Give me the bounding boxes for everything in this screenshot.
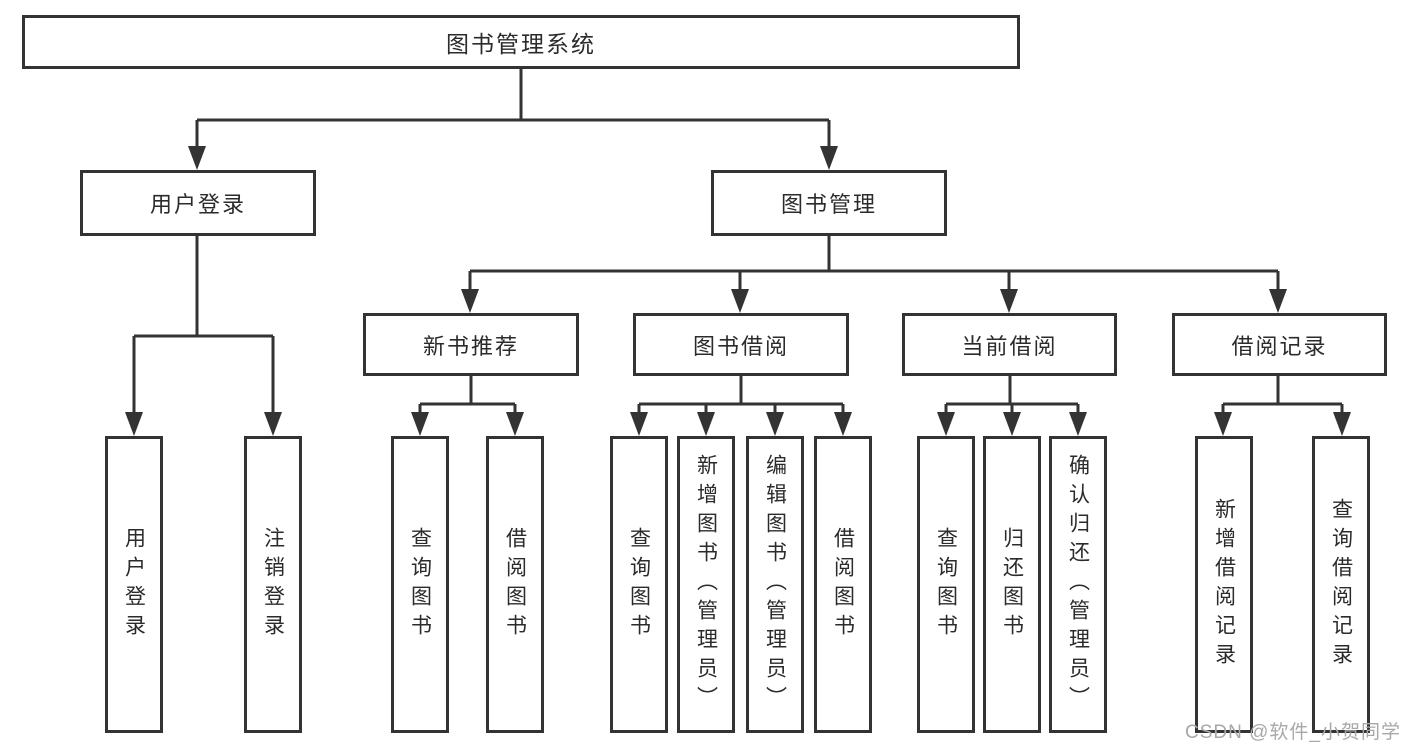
node-book-borrowing-label: 图书借阅	[692, 333, 789, 359]
leaf-return-books: 归还图书	[983, 436, 1041, 733]
arrowheads	[125, 146, 1351, 436]
node-user-login-label: 用户登录	[149, 192, 246, 217]
node-root: 图书管理系统	[22, 15, 1020, 69]
watermark: CSDN @软件_小贺同学	[1185, 722, 1401, 743]
leaf-borrow-books-recommend: 借阅图书	[486, 436, 544, 733]
leaf-add-borrow-record: 新增借阅记录	[1195, 436, 1253, 733]
leaf-edit-books-admin: 编辑图书（管理员）	[746, 436, 804, 733]
node-book-management: 图书管理	[711, 170, 947, 236]
leaf-borrow-books-borrowing: 借阅图书	[814, 436, 872, 733]
leaf-confirm-return-admin: 确认归还（管理员）	[1049, 436, 1107, 733]
node-current-borrowing-label: 当前借阅	[961, 333, 1058, 359]
node-borrowing-records: 借阅记录	[1172, 313, 1387, 376]
node-book-borrowing: 图书借阅	[633, 313, 849, 376]
node-current-borrowing: 当前借阅	[902, 313, 1117, 376]
node-book-management-label: 图书管理	[780, 192, 877, 217]
leaf-user-login: 用户登录	[105, 436, 163, 733]
leaf-query-borrow-record: 查询借阅记录	[1312, 436, 1370, 733]
node-root-label: 图书管理系统	[446, 31, 596, 57]
node-user-login: 用户登录	[80, 170, 316, 236]
leaf-query-books-recommend: 查询图书	[391, 436, 449, 733]
node-new-book-recommendation: 新书推荐	[363, 313, 579, 376]
leaf-query-books-current: 查询图书	[917, 436, 975, 733]
node-borrowing-records-label: 借阅记录	[1231, 333, 1328, 359]
node-new-book-recommendation-label: 新书推荐	[422, 333, 519, 359]
leaf-query-books-borrowing: 查询图书	[610, 436, 668, 733]
leaf-logout: 注销登录	[244, 436, 302, 733]
leaf-add-books-admin: 新增图书（管理员）	[677, 436, 735, 733]
